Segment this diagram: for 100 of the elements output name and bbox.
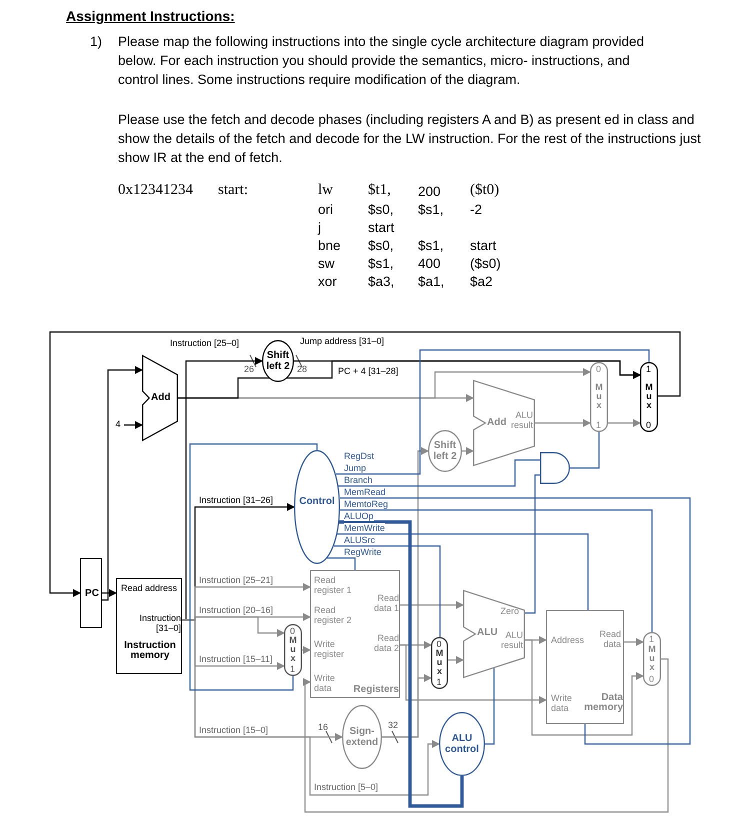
wire-label: Instruction [25–0] <box>170 338 240 348</box>
port-label: Write data <box>551 693 573 713</box>
wire-label: MemtoReg <box>344 499 388 509</box>
wire-label: RegDst <box>344 451 374 461</box>
port-label: Read register 2 <box>314 605 353 625</box>
code-text: $s1, <box>418 237 444 255</box>
wire <box>340 509 653 632</box>
unit-label: Add <box>151 393 172 403</box>
code-text: start <box>368 219 394 237</box>
code-text: $a1, <box>418 273 444 291</box>
code-text: sw <box>318 255 334 273</box>
port-label: 1 <box>436 677 442 687</box>
unit-label: Registers <box>352 685 399 695</box>
wire <box>485 668 495 745</box>
port-label: 0 <box>596 364 602 374</box>
mux-label: Mux <box>289 636 297 663</box>
code-text: ($t0) <box>470 182 500 199</box>
wire <box>337 533 589 610</box>
list-number: 1) <box>90 33 102 51</box>
wire <box>624 638 644 646</box>
and-gate <box>540 452 570 484</box>
wire <box>338 459 540 487</box>
adder <box>142 355 178 441</box>
code-text: $s1, <box>418 201 444 219</box>
unit-label: Shift left 2 <box>432 440 458 462</box>
alu-control-unit <box>439 712 485 776</box>
wire <box>182 619 440 796</box>
port-label: ALU result <box>510 410 533 430</box>
unit-label: Add <box>487 418 507 428</box>
port-label: ALU result <box>500 630 523 650</box>
port-label: 1 <box>596 420 602 430</box>
code-text: $t1, <box>368 182 391 199</box>
unit-label: ALU <box>477 628 499 638</box>
bus-width-label: 26 <box>244 364 254 374</box>
wire <box>102 366 143 601</box>
port-label: Write data <box>314 673 336 693</box>
code-text: $a3, <box>368 273 394 291</box>
wire <box>302 646 311 654</box>
wire <box>525 474 540 614</box>
unit-label: Instruction memory <box>123 641 177 661</box>
bus-width-label: 28 <box>297 364 308 374</box>
wire-label: Instruction [15–11] <box>199 654 272 664</box>
multiplexer <box>431 637 448 689</box>
multiplexer <box>643 632 661 686</box>
wire-label: Jump address [31–0] <box>300 336 384 346</box>
code-text: 400 <box>418 255 441 273</box>
port-label: Read address <box>121 583 178 593</box>
mux-label: Mux <box>436 649 444 676</box>
shift-unit <box>262 340 294 382</box>
code-text: j <box>318 219 321 237</box>
wire-label: ALUSrc <box>344 535 376 545</box>
wire <box>382 447 429 738</box>
control-unit <box>294 450 340 564</box>
bus-width-label: 16 <box>318 722 328 732</box>
code-text: lw <box>318 182 333 199</box>
wire-label: MemRead <box>344 487 386 497</box>
wire <box>336 349 650 475</box>
port-label: Zero <box>499 606 519 616</box>
wire <box>294 360 641 379</box>
port-label: 0 <box>436 639 442 649</box>
code-text: ori <box>318 201 334 219</box>
sign-extend-unit <box>342 705 382 769</box>
unit-label: Data memory <box>583 693 623 713</box>
mux-label: Mux <box>595 383 603 410</box>
port-label: 1 <box>290 664 296 674</box>
alu <box>463 590 525 678</box>
multiplexer <box>640 362 658 432</box>
pc-register <box>80 558 102 628</box>
code-text: bne <box>318 237 341 255</box>
code-text: start <box>470 237 496 255</box>
wire <box>49 331 681 597</box>
unit-label: Shift left 2 <box>265 350 291 372</box>
code-text: 0x12341234 <box>118 182 193 199</box>
wire-label: MemWrite <box>344 523 385 533</box>
code-text: start: <box>218 182 248 199</box>
adder <box>473 380 535 466</box>
mux-label: Mux <box>648 645 656 672</box>
wire <box>340 497 691 745</box>
wire-label: ALUOp <box>344 511 374 521</box>
instruction-paragraph: Please use the fetch and decode phases (including registers A and B) as present ed in class and show the details of the fetch and decode for the LW instruction. For the rest of the instructions just show IR at the end of fetch. <box>118 111 702 167</box>
unit-label: Sign-extend <box>344 726 380 748</box>
wire <box>535 419 591 427</box>
wire <box>339 520 464 808</box>
wire-label: Jump <box>344 463 366 473</box>
wire <box>189 443 318 691</box>
code-text: xor <box>318 273 337 291</box>
bus-width-label: 32 <box>388 720 398 730</box>
port-label: Read data <box>598 629 621 649</box>
wire <box>327 557 356 570</box>
port-label: Read register 1 <box>314 575 353 595</box>
code-text: 200 <box>418 183 441 201</box>
wire <box>102 589 117 597</box>
instruction-paragraph: Please map the following instructions into the single cycle architecture diagram provided below. For each instruction you should provide the semantics, micro- instructions, and control lines. Some instructions require modification of the diagram. <box>118 33 646 89</box>
wire-label: Branch <box>344 475 373 485</box>
mux-label: Mux <box>645 383 653 410</box>
wire <box>124 421 143 429</box>
code-text: ($s0) <box>470 255 501 273</box>
wire <box>608 419 641 427</box>
port-label: 1 <box>646 364 652 374</box>
data-memory <box>546 610 624 724</box>
